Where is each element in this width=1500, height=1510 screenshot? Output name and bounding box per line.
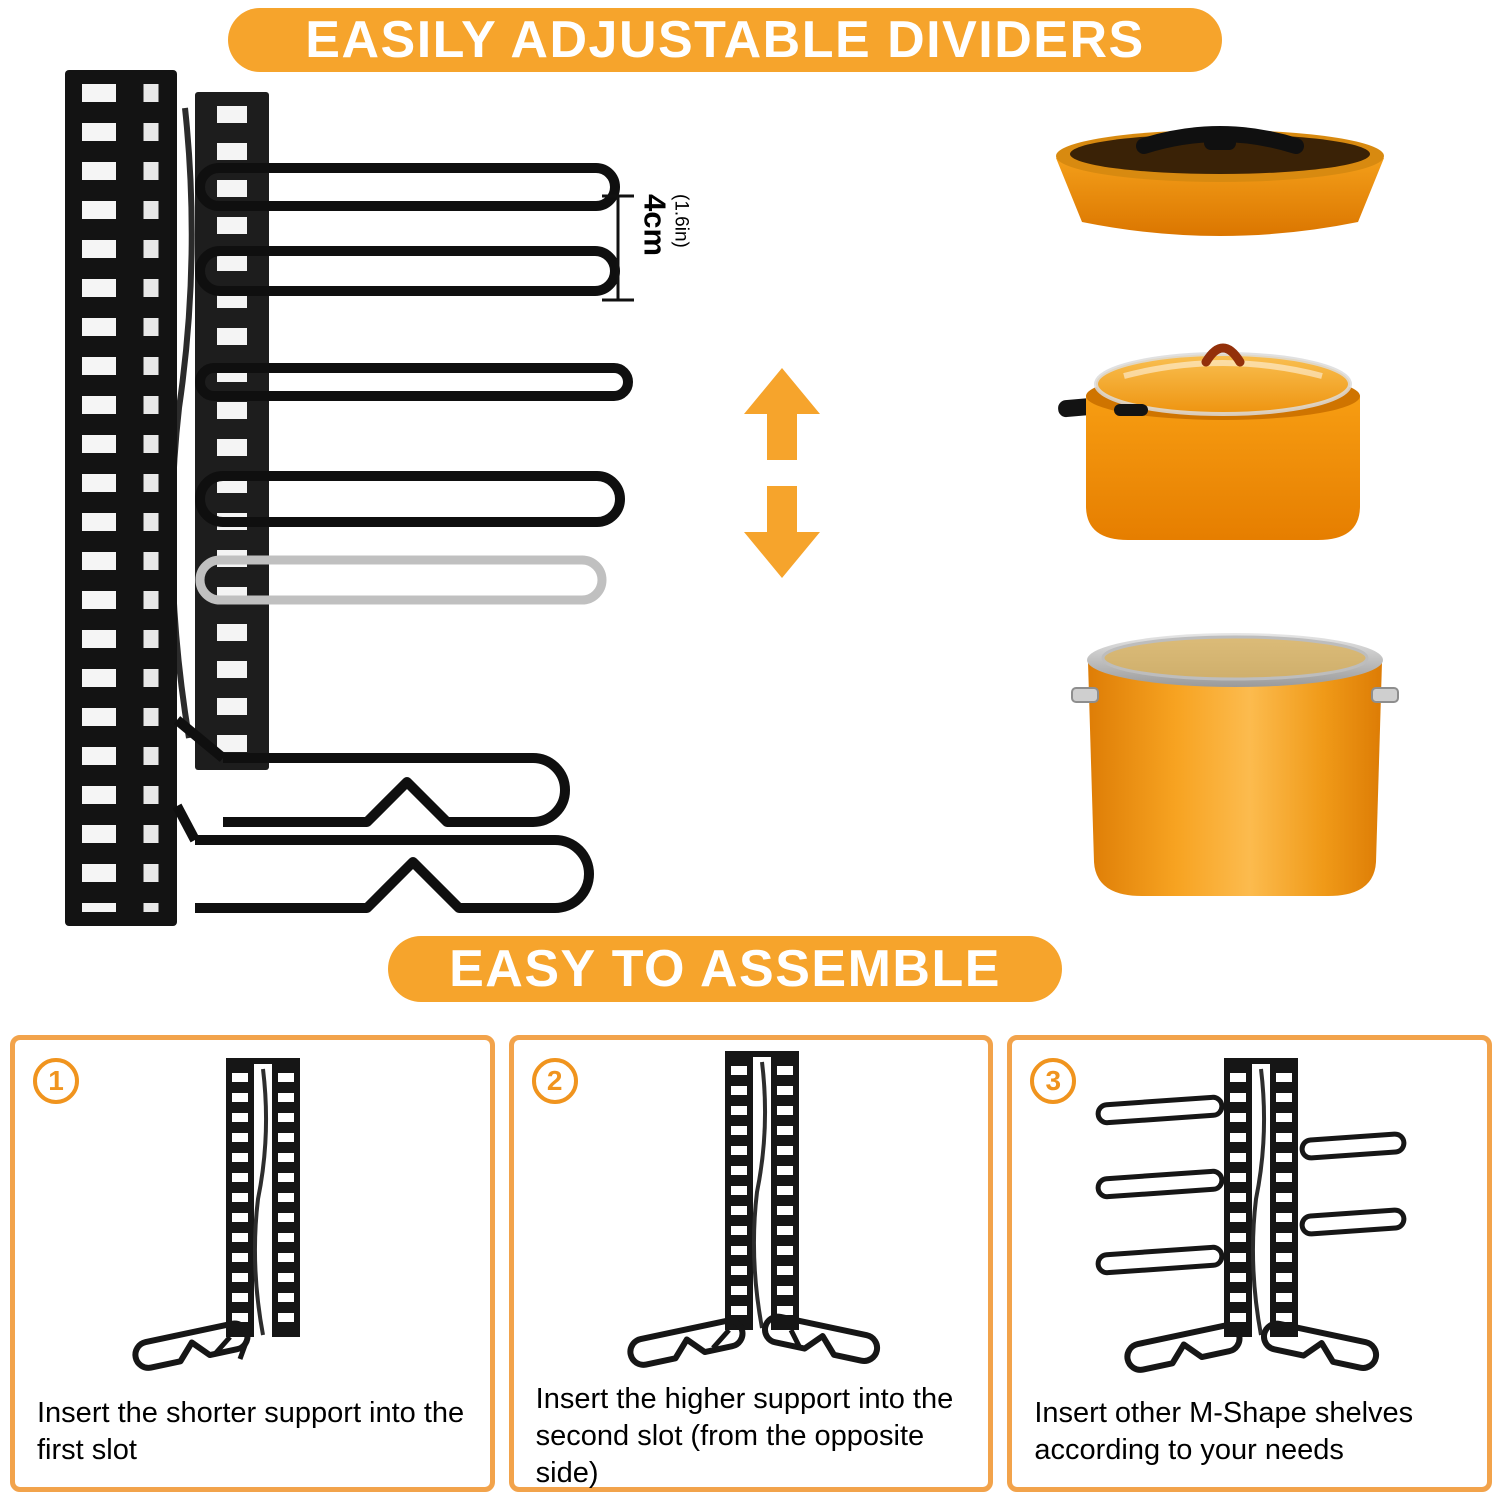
rack-dividers xyxy=(195,163,633,527)
step-1-badge: 1 xyxy=(33,1058,79,1104)
rack-front-tower xyxy=(65,70,177,926)
step-1-caption: Insert the shorter support into the firs… xyxy=(37,1396,465,1466)
step-1-tower xyxy=(226,1057,301,1337)
step-2-badge: 2 xyxy=(531,1058,578,1104)
up-arrow-icon xyxy=(744,368,820,460)
rack-divider-ghost xyxy=(195,555,607,605)
step-1-wire-connectors xyxy=(212,1335,251,1360)
step-2-art xyxy=(514,1040,989,1381)
height-adjust-arrows-icon xyxy=(744,368,820,578)
rack-base-wires xyxy=(172,716,594,913)
step-panel-1: 1 Insert xyxy=(10,1035,495,1492)
step-1-number: 1 xyxy=(48,1065,64,1096)
assembly-steps-row: 1 Insert xyxy=(10,1035,1493,1492)
step-3-support-wire-left xyxy=(1124,1322,1243,1373)
step-1-illustration xyxy=(132,1057,301,1371)
step-2-support-wire-right xyxy=(762,1313,881,1364)
pot-with-glass-lid-image xyxy=(1058,343,1360,540)
measurement-label: 4cm (1.6in) xyxy=(637,194,692,257)
step-3-support-wire-right xyxy=(1260,1320,1379,1371)
measurement-value: 4cm xyxy=(637,194,673,257)
down-arrow-icon xyxy=(744,486,820,578)
step-2-wire-connectors xyxy=(711,1328,802,1350)
measurement-annotation: 4cm (1.6in) xyxy=(600,192,716,312)
step-3-caption: Insert other M-Shape shelves according t… xyxy=(1034,1396,1414,1466)
step-panel-3: 3 xyxy=(1007,1035,1493,1492)
step-2-illustration xyxy=(627,1051,881,1368)
step-2-caption: Insert the higher support into the secon… xyxy=(535,1383,954,1490)
measurement-detail: (1.6in) xyxy=(670,194,692,248)
step-3-badge: 3 xyxy=(1030,1058,1077,1104)
step-3-number: 3 xyxy=(1045,1065,1062,1096)
stockpot-image xyxy=(1071,633,1399,896)
step-3-art xyxy=(1012,1040,1487,1395)
pot-lid-knob xyxy=(1201,343,1245,367)
step-2-number: 2 xyxy=(546,1065,563,1096)
step-2-tower xyxy=(725,1051,799,1330)
step-3-tower xyxy=(1223,1057,1298,1337)
step-2-support-wire-left xyxy=(627,1317,746,1368)
banner-easy-to-assemble: EASY TO ASSEMBLE xyxy=(388,936,1062,1002)
step-1-art xyxy=(15,1040,490,1395)
banner-adjustable-dividers: EASILY ADJUSTABLE DIVIDERS xyxy=(228,8,1222,72)
banner-top-text: EASILY ADJUSTABLE DIVIDERS xyxy=(305,11,1145,69)
banner-mid-text: EASY TO ASSEMBLE xyxy=(449,940,1001,998)
dimension-bracket-icon xyxy=(602,194,634,302)
step-3-shelves xyxy=(1095,1094,1407,1276)
step-3-illustration xyxy=(1095,1057,1407,1373)
step-1-support-wire xyxy=(132,1320,251,1371)
stockpot-handles xyxy=(1071,687,1399,703)
pan-with-lid-image xyxy=(1056,126,1384,236)
adjustable-rack-illustration xyxy=(65,70,633,926)
step-panel-2: 2 xyxy=(508,1035,994,1492)
